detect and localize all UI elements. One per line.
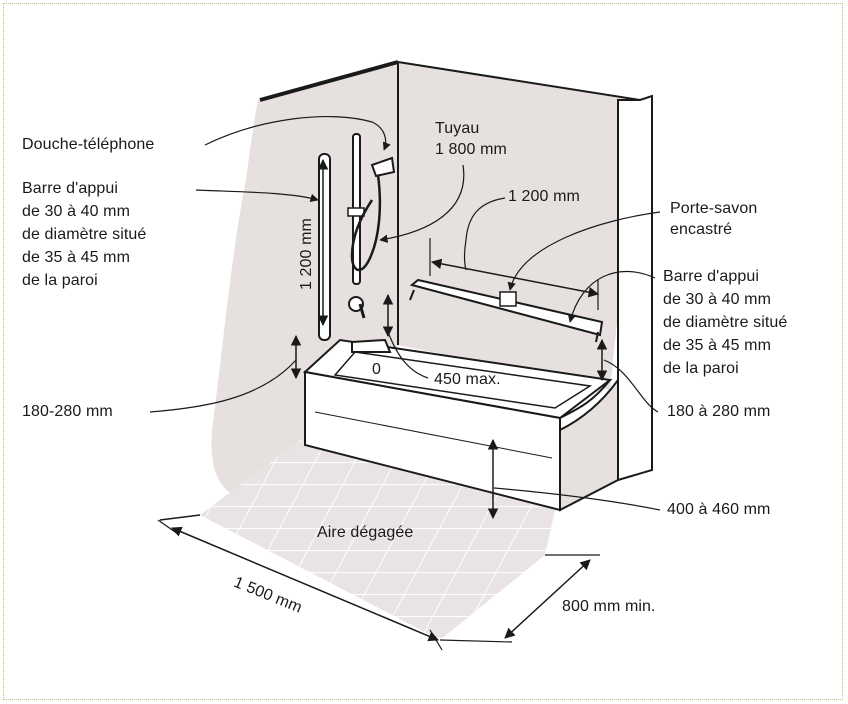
label-hand-shower: Douche-téléphone xyxy=(22,136,155,153)
soap-dish xyxy=(499,291,517,307)
label-soap-dish: Porte-savon encastré xyxy=(670,200,758,238)
label-floor-width: 800 mm min. xyxy=(562,598,656,615)
figure-frame xyxy=(3,3,843,700)
label-hose: Tuyau 1 800 mm xyxy=(435,120,507,158)
dim-floor-width xyxy=(504,559,591,639)
back-wall xyxy=(398,62,640,390)
shower-head xyxy=(370,156,396,178)
label-zero-mark: 0 xyxy=(372,361,381,378)
label-vertical-bar-length: 1 200 mm xyxy=(298,218,315,290)
faucet-spout xyxy=(351,338,392,353)
leader-grab-bar-right xyxy=(567,270,656,323)
leader-450 xyxy=(387,331,429,379)
leader-hose xyxy=(379,164,465,243)
shower-hose xyxy=(350,174,382,272)
leader-left-height xyxy=(149,359,297,413)
left-wall-top-edge xyxy=(259,60,399,102)
dim-floor-length xyxy=(171,526,439,642)
leader-soap-dish xyxy=(507,211,661,291)
label-clear-area: Aire dégagée xyxy=(317,524,414,541)
label-grab-bar-left: Barre d'appui de 30 à 40 mm de diamètre … xyxy=(22,180,147,289)
right-wall-lower xyxy=(559,376,619,512)
label-450-max: 450 max. xyxy=(434,371,501,388)
leader-grab-bar-left xyxy=(195,189,319,202)
leader-hand-shower xyxy=(204,115,391,151)
back-wall-top-edge xyxy=(397,61,641,101)
label-bar-length-top: 1 200 mm xyxy=(508,188,580,205)
tub-right-edge xyxy=(559,379,611,419)
leader-tub-height xyxy=(493,487,661,511)
label-height-left: 180-280 mm xyxy=(22,403,113,420)
right-end-panel xyxy=(617,94,653,482)
tub-basin xyxy=(333,351,593,409)
leader-1200 xyxy=(463,197,506,271)
leader-right-height xyxy=(603,359,659,413)
label-height-right: 180 à 280 mm xyxy=(667,403,771,420)
vertical-grab-bar xyxy=(318,153,331,341)
label-tub-height: 400 à 460 mm xyxy=(667,501,771,518)
label-grab-bar-right: Barre d'appui de 30 à 40 mm de diamètre … xyxy=(663,268,788,377)
